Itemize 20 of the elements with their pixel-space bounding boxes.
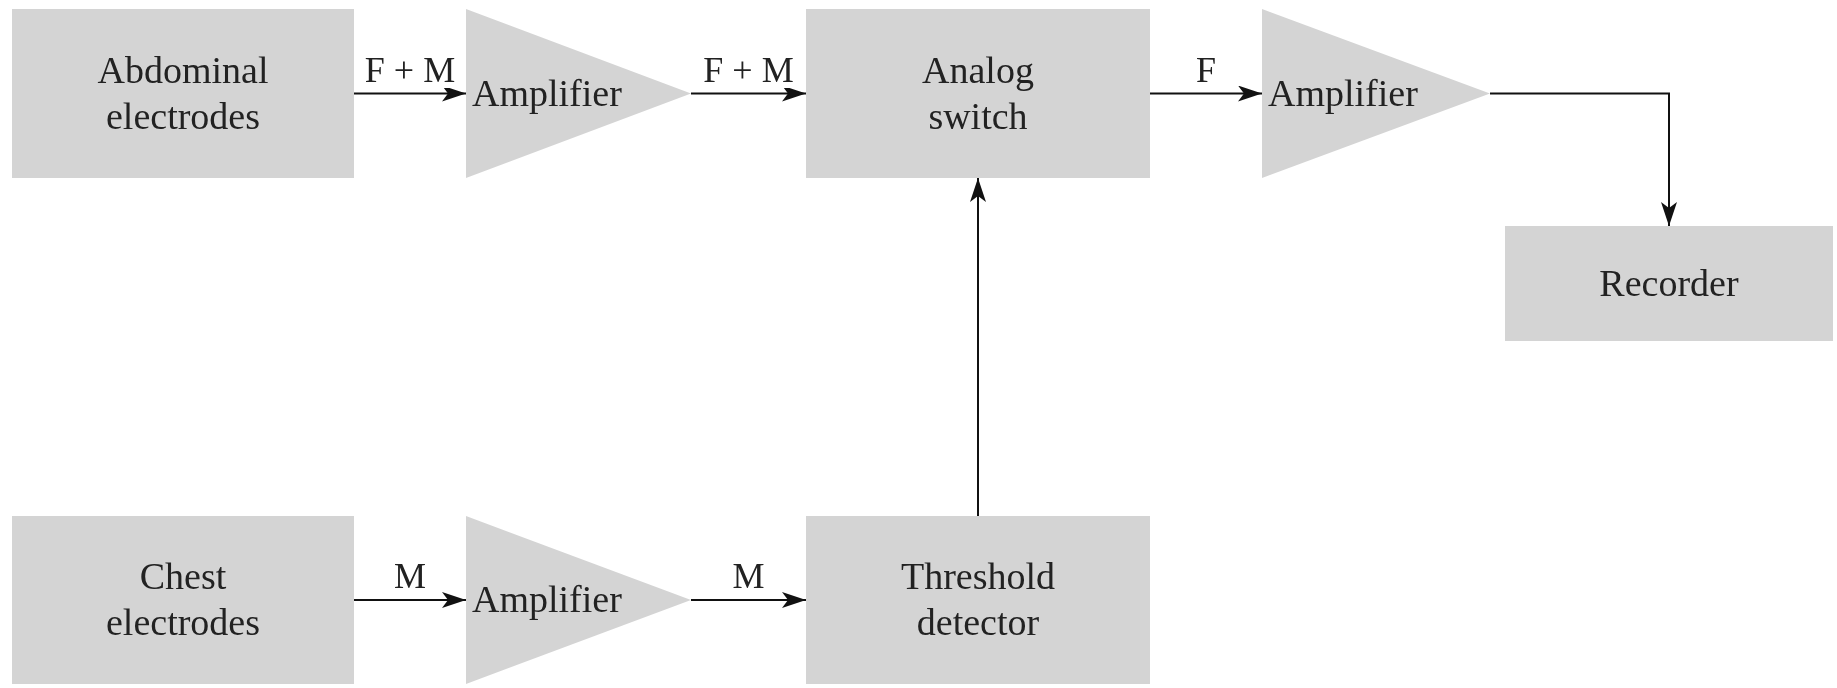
- process-box: [12, 516, 354, 684]
- arrow: [690, 85, 807, 102]
- arrow: [353, 592, 467, 608]
- process-box: [1505, 226, 1833, 341]
- process-box: [12, 9, 354, 178]
- arrow: [1489, 92, 1677, 227]
- arrow: [970, 177, 986, 517]
- block-label: Amplifier: [471, 577, 622, 623]
- arrow: [353, 85, 467, 102]
- block-label: Amplifier: [471, 70, 622, 116]
- block-label: Abdominal electrodes: [96, 47, 270, 139]
- arrow: [690, 592, 807, 608]
- process-box: [806, 516, 1150, 684]
- block-label: Amplifier: [1267, 70, 1418, 116]
- block-label: Analog switch: [921, 47, 1035, 139]
- block-label: Threshold detector: [899, 554, 1057, 645]
- process-box: [806, 9, 1150, 178]
- arrow: [1149, 85, 1263, 102]
- block-label: Recorder: [1598, 260, 1740, 306]
- block-label: Chest electrodes: [105, 554, 261, 645]
